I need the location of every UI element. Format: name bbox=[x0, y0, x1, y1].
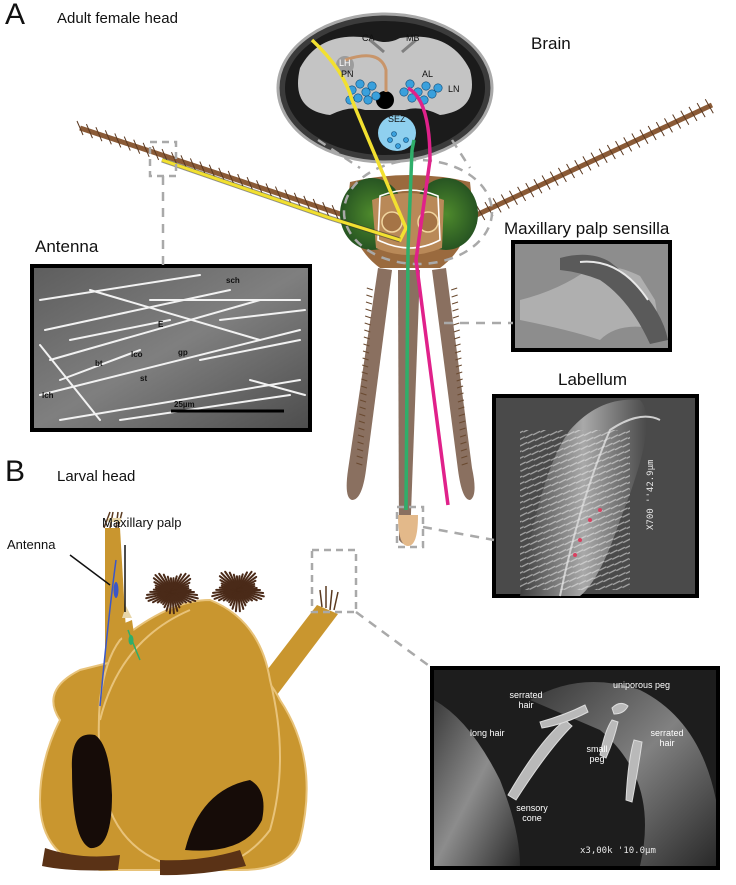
labellum-sem-inset bbox=[492, 394, 699, 598]
larva-antenna-label: Antenna bbox=[7, 537, 56, 552]
antenna-inset-title: Antenna bbox=[35, 237, 99, 256]
antenna-label-lco: lco bbox=[131, 350, 143, 359]
sem-label-long-hair: long hair bbox=[470, 728, 505, 738]
larval-palp-neuron-body bbox=[128, 635, 134, 645]
brain-label-ln: LN bbox=[448, 84, 460, 94]
palp-pathway bbox=[404, 139, 416, 511]
larval-palp-neuron bbox=[127, 629, 141, 661]
taste-pathway bbox=[407, 86, 450, 506]
antenna-label-gp: gp bbox=[178, 348, 188, 357]
adult-mouthparts bbox=[346, 268, 475, 544]
zoom-line bbox=[422, 525, 495, 542]
antenna-label-e: E bbox=[158, 320, 164, 329]
larval-sem-inset bbox=[430, 666, 720, 870]
larval-head bbox=[38, 511, 339, 876]
projection-neuron bbox=[344, 54, 388, 92]
larval-antenna-neuron-body bbox=[113, 582, 119, 598]
antenna-sem-inset bbox=[30, 264, 312, 432]
antenna-pointer bbox=[69, 554, 111, 586]
panel-a-letter: A bbox=[5, 0, 26, 31]
labellum-tip bbox=[398, 515, 418, 546]
brain-label-ca: CA bbox=[362, 33, 375, 43]
brain-label-al: AL bbox=[422, 69, 434, 79]
brain-label-lh: LH bbox=[339, 58, 351, 68]
antenna-label-lch: lch bbox=[42, 391, 54, 400]
antenna-scale-label: 25µm bbox=[174, 400, 195, 409]
larval-sem-imprint: x3,00k '10.0µm bbox=[580, 846, 656, 856]
maxillary-palp-sem-inset bbox=[511, 240, 672, 352]
larval-antenna-neuron bbox=[99, 559, 117, 707]
maxillary-palp-inset-title: Maxillary palp sensilla bbox=[504, 219, 670, 238]
labellum-inset-title: Labellum bbox=[558, 370, 627, 389]
sem-label-serrated-hair-1: serrated hair bbox=[509, 690, 543, 710]
sem-label-serrated-hair-2: serrated hair bbox=[650, 728, 684, 748]
brain-label-sez: SEZ bbox=[388, 114, 406, 124]
brain-title: Brain bbox=[531, 34, 571, 53]
larva-maxillary-palp-label: Maxillary palp bbox=[102, 515, 182, 530]
zoom-line bbox=[317, 138, 361, 170]
panel-b-title: Larval head bbox=[57, 468, 136, 485]
brain-label-mb: MB bbox=[406, 33, 420, 43]
brain-label-pn: PN bbox=[341, 69, 354, 79]
antenna-label-sch: sch bbox=[226, 276, 240, 285]
sem-label-uniporous-peg: uniporous peg bbox=[613, 680, 671, 690]
antenna-label-st: st bbox=[140, 374, 148, 383]
larval-zoom-box bbox=[310, 548, 358, 614]
zoom-line bbox=[355, 610, 433, 670]
antenna-label-bt: bt bbox=[95, 359, 103, 368]
labellum-sem-imprint: X700 ''42.9µm bbox=[646, 459, 656, 530]
zoom-line bbox=[450, 139, 472, 169]
labellum-zoom-box bbox=[395, 505, 425, 549]
panel-b-letter: B bbox=[5, 455, 26, 488]
sem-label-small-peg: small peg bbox=[586, 744, 608, 764]
sem-label-sensory-cone: sensory cone bbox=[516, 803, 548, 823]
panel-a-title: Adult female head bbox=[57, 10, 178, 27]
